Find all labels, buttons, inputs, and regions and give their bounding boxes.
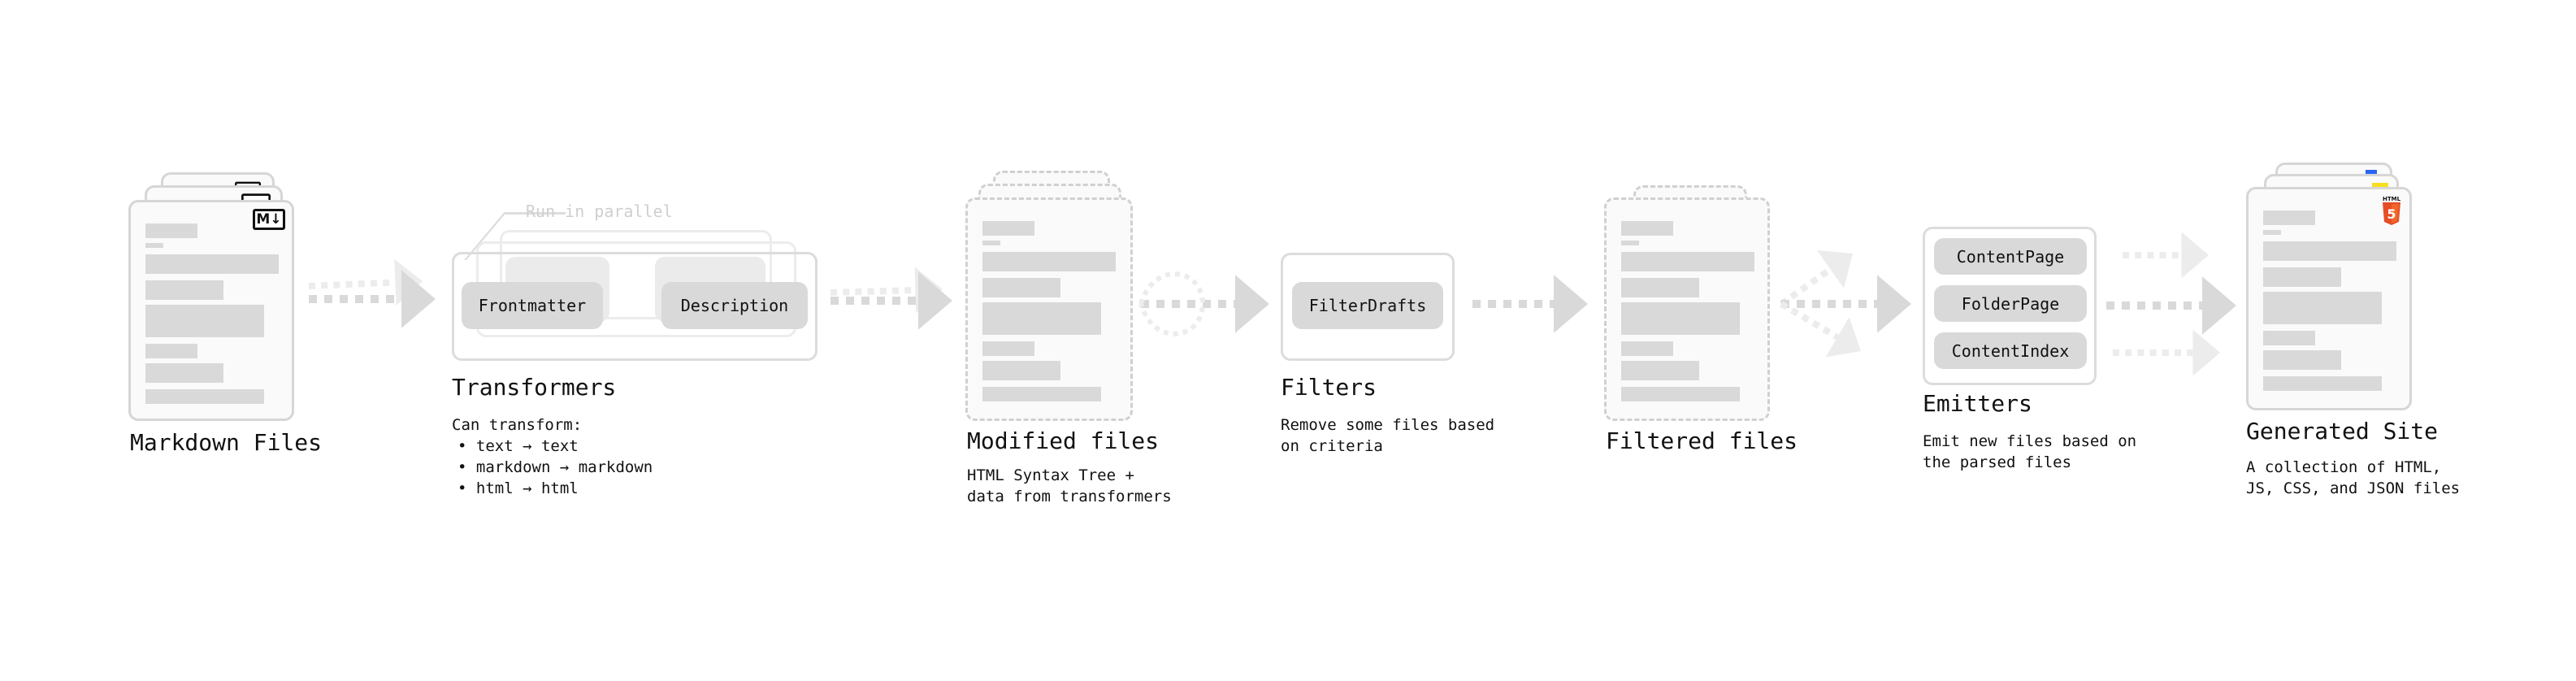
filtered-files-label: Filtered files (1606, 427, 1798, 454)
text-line-placeholder (145, 254, 279, 274)
css-icon (2366, 170, 2377, 174)
markdown-files-label: Markdown Files (130, 429, 323, 456)
text-line-placeholder (2263, 350, 2341, 370)
text-line-placeholder (2263, 331, 2315, 345)
arrow-filters-to-filtered (1472, 275, 1588, 333)
generated-site-label: Generated Site (2246, 418, 2439, 445)
modified-files-label: Modified files (967, 427, 1160, 454)
transformers-box[interactable] (452, 252, 817, 361)
transformer-frontmatter[interactable]: Frontmatter (462, 282, 603, 329)
arrow-folderpage-to-site (2106, 276, 2236, 335)
markdown-document: M↓ (128, 200, 294, 421)
text-line-placeholder (145, 344, 197, 358)
text-line-placeholder (2263, 241, 2396, 261)
transformers-label: Transformers (452, 374, 617, 401)
text-line-placeholder (982, 221, 1034, 236)
transform-bullet: • html → html (458, 479, 579, 497)
text-line-placeholder (982, 361, 1060, 380)
html5-icon: HTML 5 (2382, 196, 2401, 228)
text-line-placeholder (145, 280, 223, 300)
text-line-placeholder (982, 387, 1101, 401)
generated-site-document: HTML 5 (2246, 187, 2412, 410)
text-line-placeholder (145, 363, 223, 383)
text-line-placeholder (2263, 267, 2341, 287)
text-line-placeholder (982, 341, 1034, 356)
text-line-placeholder (1621, 361, 1699, 380)
emitter-folderpage[interactable]: FolderPage (1934, 285, 2087, 322)
arrow-modified-to-filters (1141, 275, 1269, 333)
arrow-to-contentindex (1779, 301, 1861, 358)
transformer-description[interactable]: Description (661, 282, 808, 329)
text-line-placeholder (982, 252, 1116, 271)
filtered-file-document (1604, 197, 1770, 421)
text-line-placeholder (145, 223, 197, 238)
arrow-transformers-to-modified (830, 271, 952, 330)
text-line-placeholder (1621, 387, 1740, 401)
modified-file-document (965, 197, 1133, 421)
svg-text:5: 5 (2387, 206, 2396, 222)
emitter-contentindex[interactable]: ContentIndex (1934, 332, 2087, 369)
text-line-placeholder (2263, 210, 2315, 225)
text-line-placeholder (2263, 376, 2382, 391)
run-in-parallel-note: Run in parallel (526, 202, 673, 221)
text-line-placeholder (1621, 341, 1673, 356)
transformers-desc-heading: Can transform: (452, 416, 583, 434)
generated-site-desc: A collection of HTML, JS, CSS, and JSON … (2246, 458, 2461, 497)
transform-bullet: • markdown → markdown (458, 458, 653, 476)
arrow-to-folderpage (1781, 275, 1911, 333)
transform-bullet: • text → text (458, 437, 579, 455)
text-line-placeholder (1621, 252, 1754, 271)
text-line-placeholder (982, 302, 1101, 335)
markdown-icon: M↓ (253, 209, 285, 230)
text-line-placeholder (1621, 302, 1740, 335)
text-line-placeholder (1621, 241, 1639, 245)
arrow-to-contentpage (1779, 250, 1853, 307)
text-line-placeholder (982, 278, 1060, 297)
text-line-placeholder (2263, 292, 2382, 324)
filter-filterdrafts[interactable]: FilterDrafts (1292, 282, 1443, 329)
emitter-contentpage[interactable]: ContentPage (1934, 238, 2087, 275)
arrow-markdown-to-transformers (309, 270, 436, 328)
arrow-contentindex-to-site (2113, 329, 2220, 376)
emitters-desc: Emit new files based on the parsed files (1923, 432, 2137, 471)
filters-label: Filters (1281, 374, 1377, 401)
arrow-contentpage-to-site (2123, 232, 2209, 279)
text-line-placeholder (982, 241, 1000, 245)
filter-loop (1138, 271, 1206, 336)
text-line-placeholder (1621, 221, 1673, 236)
modified-files-desc: HTML Syntax Tree + data from transformer… (967, 466, 1172, 505)
text-line-placeholder (145, 243, 163, 248)
text-line-placeholder (145, 305, 264, 337)
filters-desc: Remove some files based on criteria (1281, 416, 1495, 455)
text-line-placeholder (1621, 278, 1699, 297)
text-line-placeholder (2263, 230, 2281, 235)
emitters-label: Emitters (1923, 390, 2032, 417)
text-line-placeholder (145, 389, 264, 404)
